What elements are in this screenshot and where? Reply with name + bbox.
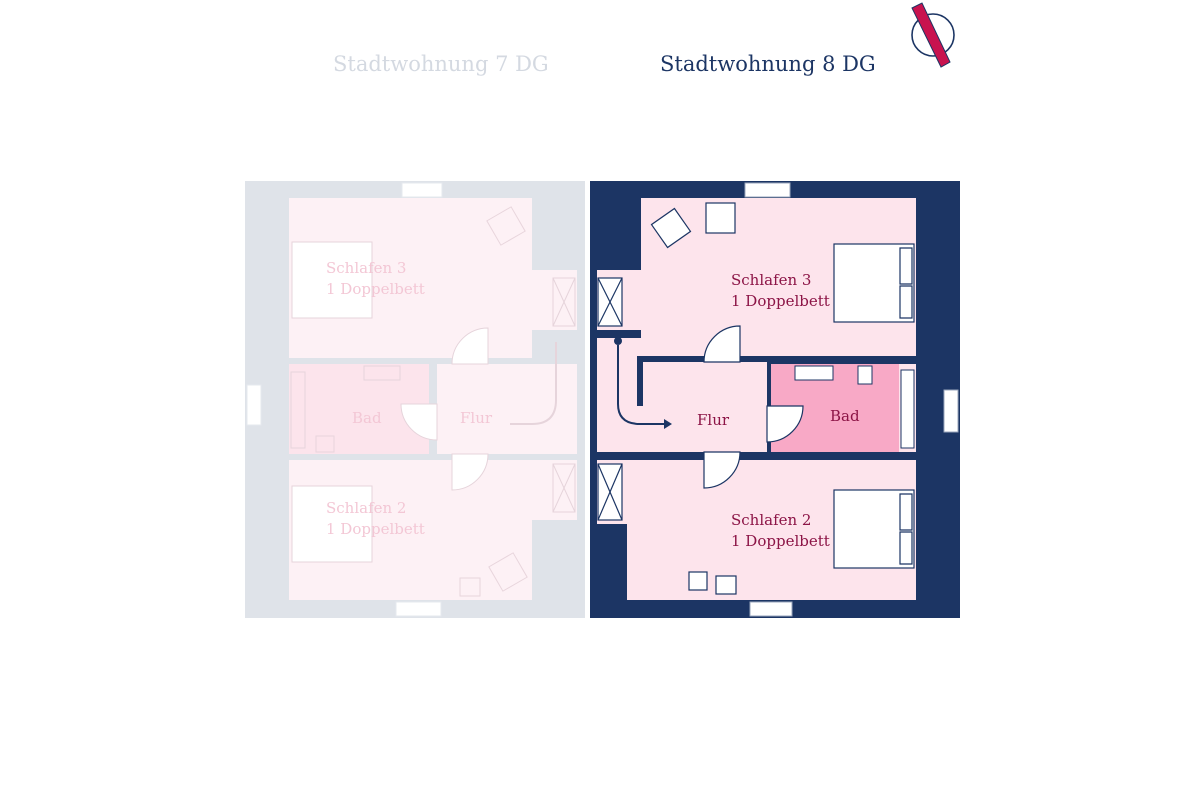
armchair-icon	[650, 202, 737, 595]
unit-8-window-right	[943, 389, 959, 433]
double-bed-icon	[833, 243, 915, 569]
unit-8-schlafen3-label: Schlafen 3	[731, 271, 811, 289]
unit-8-plan: Schlafen 3 1 Doppelbett Flur Bad Schlafe…	[590, 181, 960, 618]
unit-7-window-left	[246, 384, 262, 426]
stair-arrow-icon	[510, 342, 557, 425]
unit-7-room-flur	[437, 364, 577, 454]
unit-7-flur-label: Flur	[460, 409, 493, 427]
unit-8-room-flur	[597, 338, 767, 452]
unit-7-schlafen3-beds: 1 Doppelbett	[326, 280, 425, 298]
north-arrow-icon	[911, 2, 955, 68]
door-swing-icon	[703, 325, 804, 489]
unit-8-schlafen2-label: Schlafen 2	[731, 511, 811, 529]
unit-8-toilet	[857, 365, 873, 385]
unit-7-title[interactable]: Stadtwohnung 7 DG	[333, 52, 549, 76]
double-bed-icon	[291, 241, 373, 563]
unit-7-bathtub	[290, 371, 306, 449]
unit-8-title[interactable]: Stadtwohnung 8 DG	[660, 52, 876, 76]
unit-7-schlafen2-beds: 1 Doppelbett	[326, 520, 425, 538]
unit-8-bathtub	[900, 369, 915, 449]
unit-8-window-top	[744, 182, 791, 198]
unit-7-sink	[363, 365, 401, 381]
closet-icon	[597, 277, 623, 521]
stair-arrow-icon	[614, 337, 672, 429]
armchair-icon	[315, 206, 528, 597]
unit-8-schlafen2-beds: 1 Doppelbett	[731, 532, 830, 550]
closet-icon	[552, 277, 576, 513]
unit-8-schlafen3-beds: 1 Doppelbett	[731, 292, 830, 310]
unit-8-sink	[794, 365, 834, 381]
unit-7-plan: Schlafen 3 1 Doppelbett Bad Flur Schlafe…	[245, 181, 585, 618]
unit-8-window-bottom	[749, 601, 793, 617]
unit-7-schlafen3-label: Schlafen 3	[326, 259, 406, 277]
unit-7-bad-label: Bad	[352, 409, 382, 427]
unit-7-window-top	[401, 182, 443, 198]
unit-7-schlafen2-label: Schlafen 2	[326, 499, 406, 517]
door-swing-icon	[400, 327, 489, 491]
unit-8-bad-label: Bad	[830, 407, 860, 425]
unit-7-window-bottom	[395, 601, 442, 617]
unit-8-flur-label: Flur	[697, 411, 730, 429]
